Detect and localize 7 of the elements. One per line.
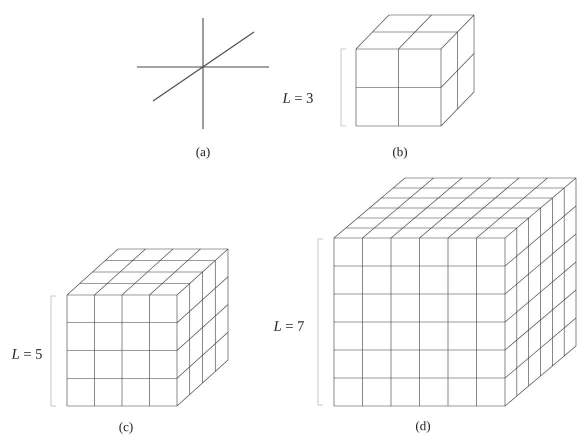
panel-label: (c) — [119, 422, 133, 434]
dimension-label: L = 5 — [11, 349, 42, 359]
panel-label: (a) — [196, 147, 210, 159]
dimension-label: L = 3 — [282, 93, 313, 103]
panel-label: (b) — [392, 147, 408, 159]
dimension-label: L = 7 — [273, 321, 304, 331]
panel-label: (d) — [416, 421, 430, 433]
